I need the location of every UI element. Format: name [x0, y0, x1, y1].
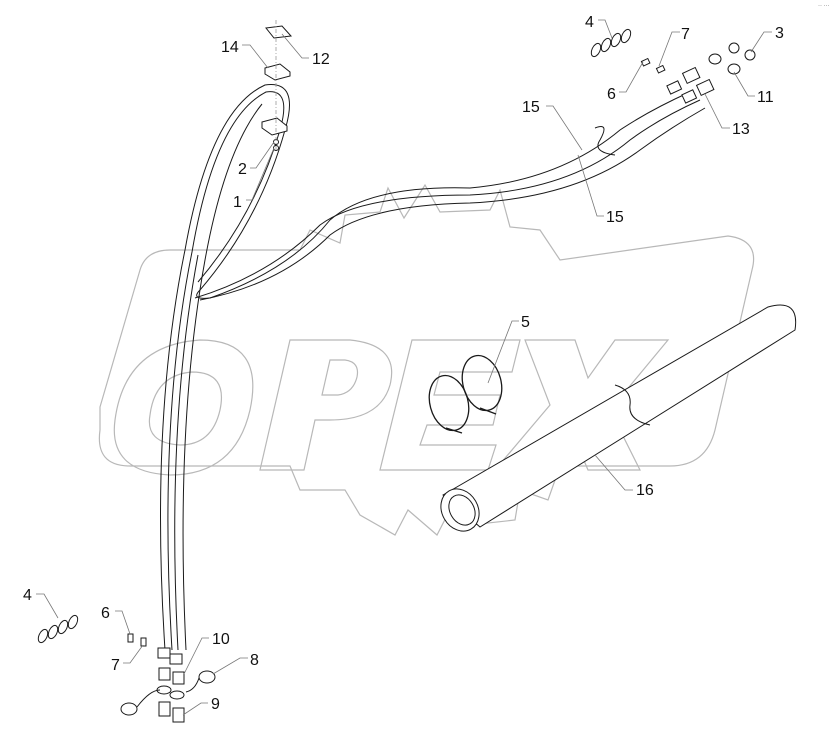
protective-sleeve-16 [440, 304, 797, 532]
callout-4-top: 4 [585, 14, 594, 31]
callout-11: 11 [757, 89, 774, 106]
adapter-13-b [695, 78, 715, 97]
coupler-9-b [172, 707, 185, 723]
callout-9: 9 [211, 696, 220, 713]
callout-7-bottom: 7 [111, 657, 120, 674]
top-right-fittings [590, 28, 756, 104]
dust-cap-8-left [120, 702, 138, 716]
callout-12: 12 [312, 51, 330, 68]
callout-15-lower: 15 [606, 209, 624, 226]
callout-14: 14 [221, 39, 239, 56]
callout-5: 5 [521, 314, 530, 331]
locknut-11-a [708, 53, 722, 65]
callout-10: 10 [212, 631, 230, 648]
o-rings-4-bottom [37, 614, 79, 644]
callout-13: 13 [732, 121, 750, 138]
opex-watermark [98, 183, 755, 536]
band-clamps-5 [428, 354, 503, 434]
hose-nut-lower [681, 89, 698, 104]
coupler-10-b [172, 671, 185, 685]
callout-8: 8 [250, 652, 259, 669]
o-rings-4-top [590, 28, 632, 58]
nut-3-b [744, 49, 756, 61]
dust-cap-8-right [198, 670, 216, 684]
cap-6-top [640, 57, 651, 67]
callout-6-bottom: 6 [101, 605, 110, 622]
hose-nut-left [157, 647, 171, 659]
adapter-13-a [681, 66, 701, 85]
bottom-fittings [37, 614, 216, 723]
coupler-9-a [158, 701, 171, 717]
cap-6-bottom [127, 633, 134, 643]
gear-watermark-icon [98, 183, 755, 536]
cap-7-top [655, 64, 666, 74]
callout-6-top: 6 [607, 86, 616, 103]
nut-3-a [728, 42, 740, 54]
callout-4-bottom: 4 [23, 587, 32, 604]
corner-mark: ·· ··· [818, 3, 830, 9]
callout-15-upper: 15 [522, 99, 540, 116]
clamp-plate-12 [265, 25, 293, 39]
hose-nut-upper [666, 80, 683, 95]
callout-3: 3 [775, 25, 784, 42]
coupler-10-a [158, 667, 171, 681]
cap-7-bottom [140, 637, 147, 647]
callout-7-top: 7 [681, 26, 690, 43]
callout-1: 1 [233, 194, 242, 211]
leader-lines [36, 19, 772, 716]
clamp-half-lower [261, 117, 288, 136]
callout-16: 16 [636, 482, 654, 499]
hose-nut-right [169, 653, 183, 665]
clamp-half-14 [264, 63, 291, 81]
hose-assembly [160, 84, 706, 651]
callout-2: 2 [238, 161, 247, 178]
top-clamp-parts [261, 20, 293, 151]
locknut-11-b [727, 63, 741, 75]
